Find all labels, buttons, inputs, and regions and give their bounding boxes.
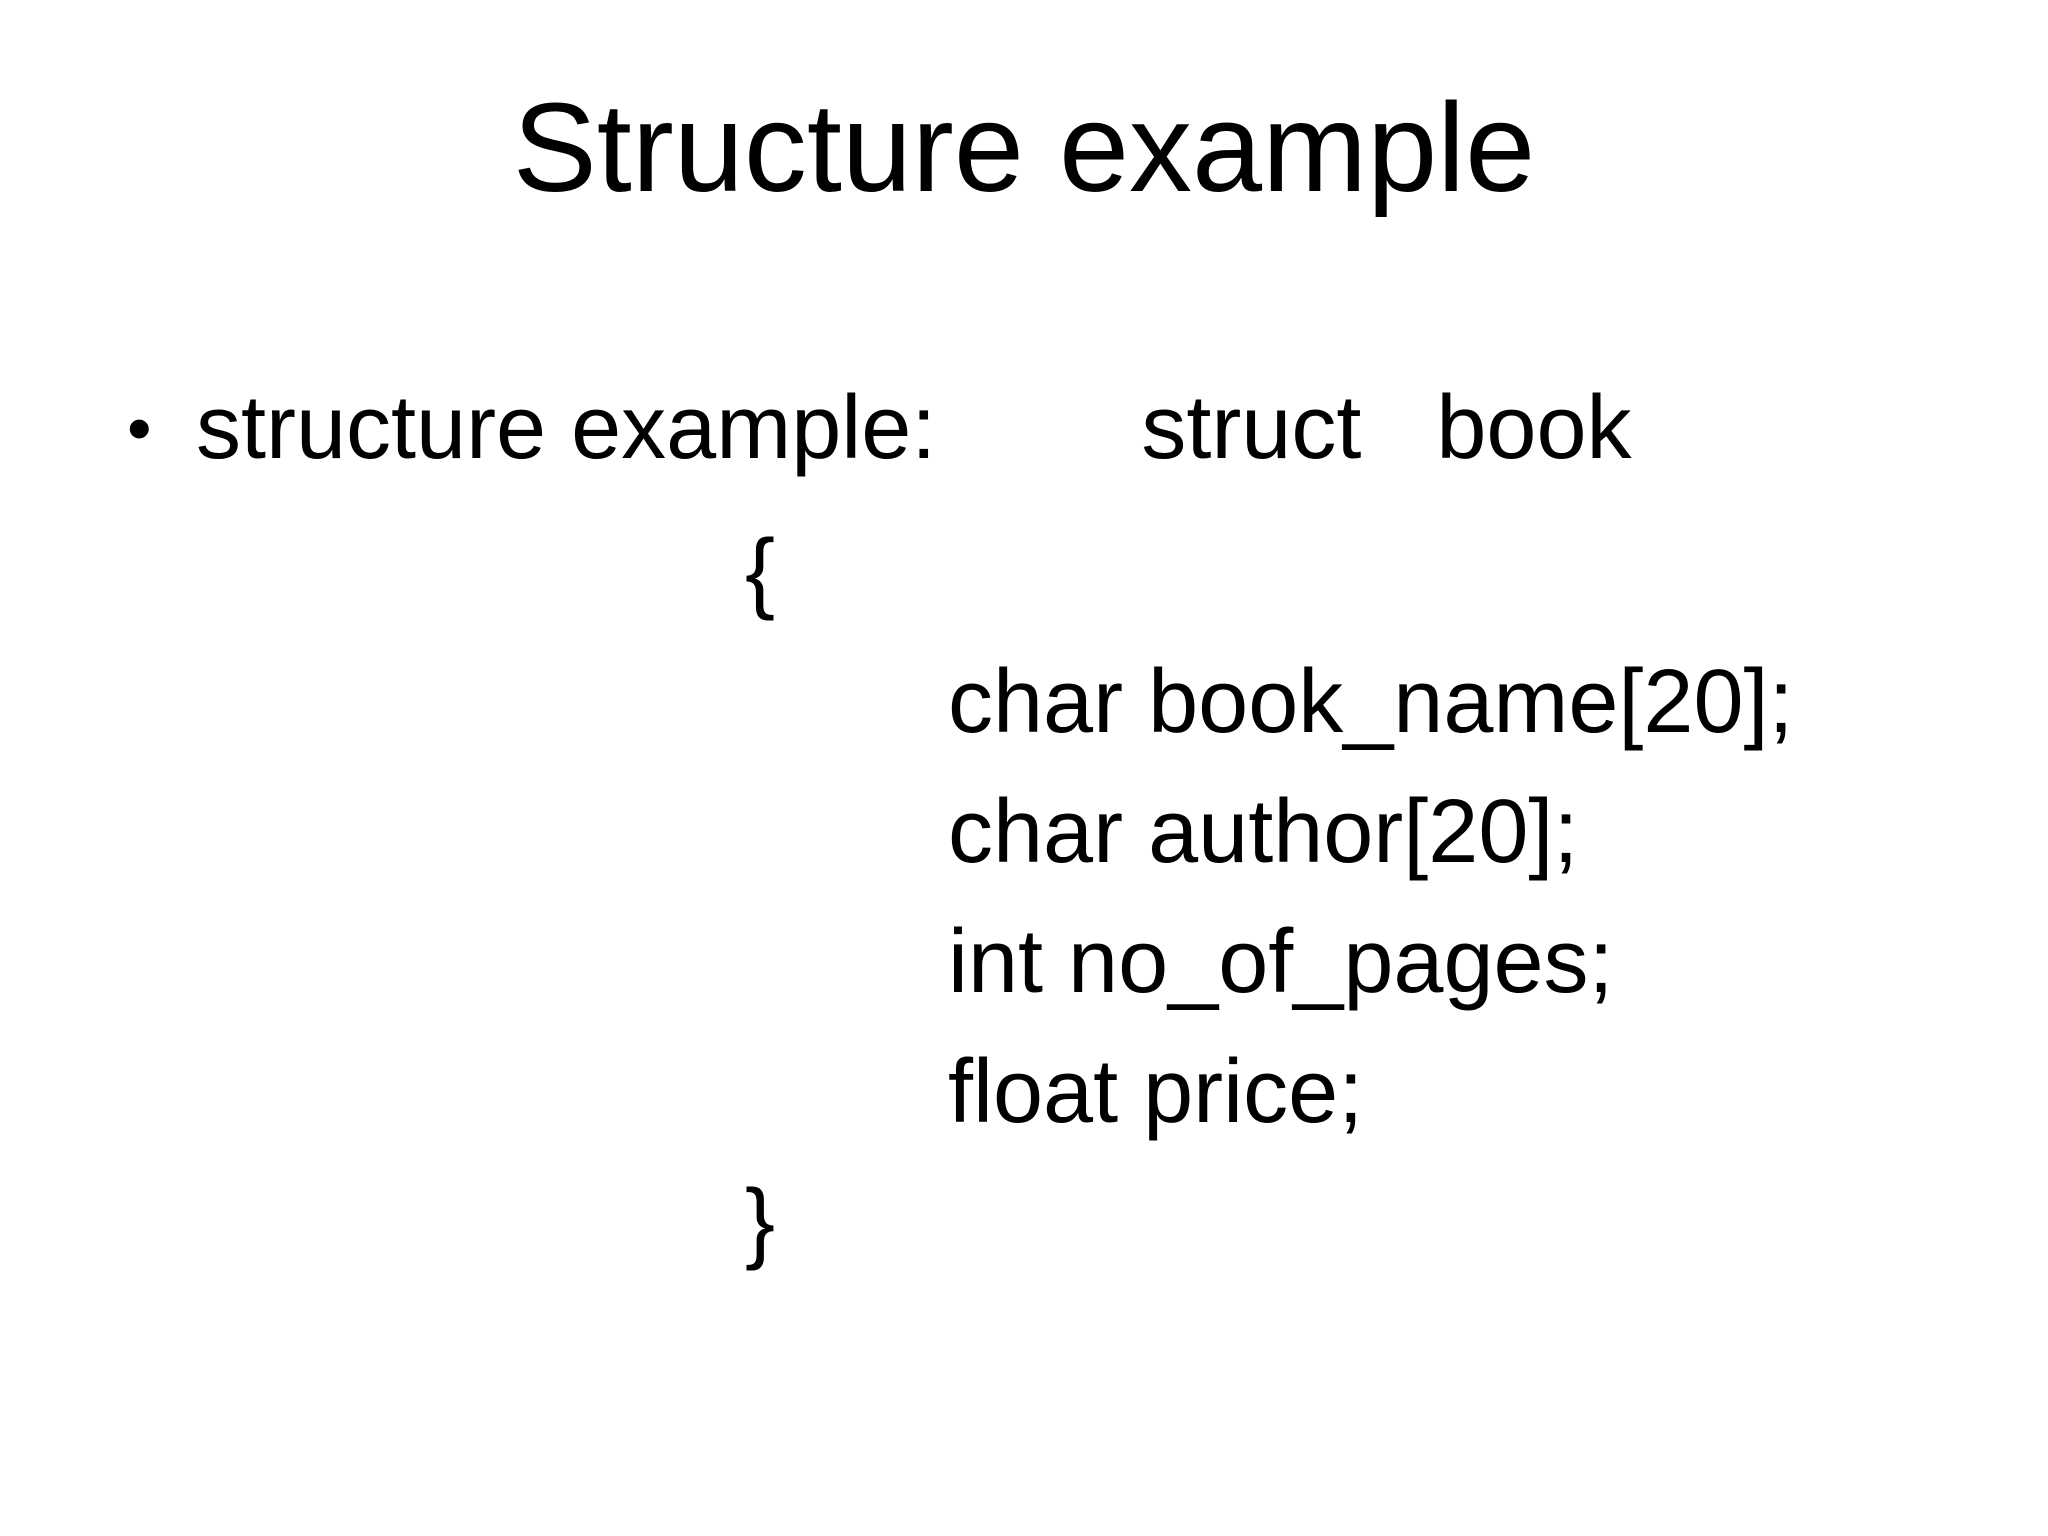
code-line-member-no-of-pages: int no_of_pages; (948, 912, 1614, 1013)
inline-code-declaration: struct book (1141, 378, 1632, 479)
code-line-member-book-name: char book_name[20]; (948, 652, 1794, 753)
bullet-line: • structure example: struct book (0, 363, 2048, 493)
code-line-member-price: float price; (948, 1042, 1364, 1143)
slide-body: • structure example: struct book { char bo… (0, 363, 2048, 1287)
slide-title: Structure example (512, 77, 1536, 218)
struct-code-block: { char book_name[20]; char author[20]; i… (0, 507, 2048, 1287)
code-line-close-brace: } (745, 1172, 776, 1273)
code-line-member-author: char author[20]; (948, 782, 1579, 883)
bullet-text: structure example: (196, 378, 937, 479)
code-line-open-brace: { (745, 522, 776, 623)
bullet-marker: • (127, 389, 152, 468)
